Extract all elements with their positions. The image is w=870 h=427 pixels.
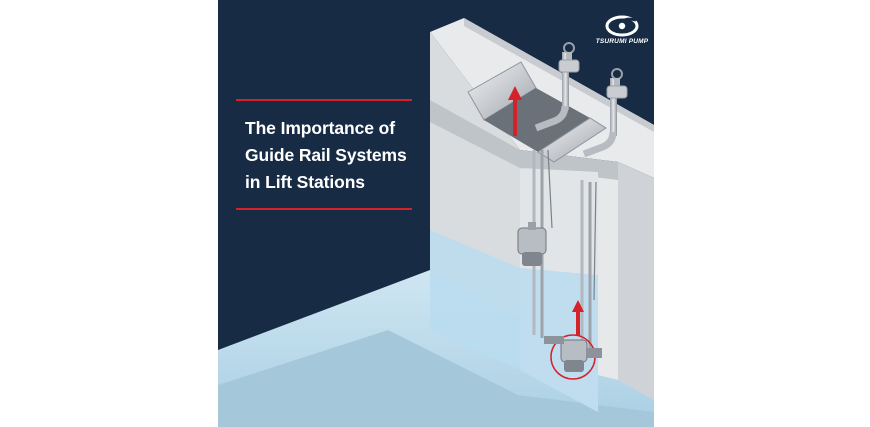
headline-line-3: in Lift Stations [245,172,365,192]
headline-line-2: Guide Rail Systems [245,145,407,165]
discharge-pipe-2 [610,78,617,136]
pipe-elbow-1 [534,105,569,132]
water-floor-deep [218,330,654,427]
lift-chain [547,149,553,229]
wall-right-inner [598,162,618,412]
wet-well-water [430,230,598,412]
brand-logo: TSURUMI PUMP [594,14,650,52]
headline-line-1: The Importance of [245,118,395,138]
headline-block: The Importance of Guide Rail Systems in … [236,99,414,210]
discharge-pipe-1 [562,52,569,110]
brand-name: TSURUMI PUMP [595,38,649,45]
gate-valve-icon [558,42,580,73]
pipe-elbow-2 [582,131,617,158]
headline-bottom-rule [236,208,412,210]
wall-right-face [618,162,654,427]
submersible-pump-icon [544,334,602,380]
tsurumi-pump-logo-icon [605,15,639,37]
lift-station-illustration: The Importance of Guide Rail Systems in … [218,0,654,427]
submersible-pump-icon [517,222,547,266]
headline-top-rule [236,99,412,101]
top-slab-edge [464,18,654,132]
slab-underside [430,100,618,180]
up-arrow-icon [508,86,522,136]
lift-station-scene [218,18,654,427]
up-arrow-icon [572,300,584,336]
gate-valve-icon [606,68,628,99]
headline-text: The Importance of Guide Rail Systems in … [236,101,414,208]
lift-chain [593,181,597,301]
